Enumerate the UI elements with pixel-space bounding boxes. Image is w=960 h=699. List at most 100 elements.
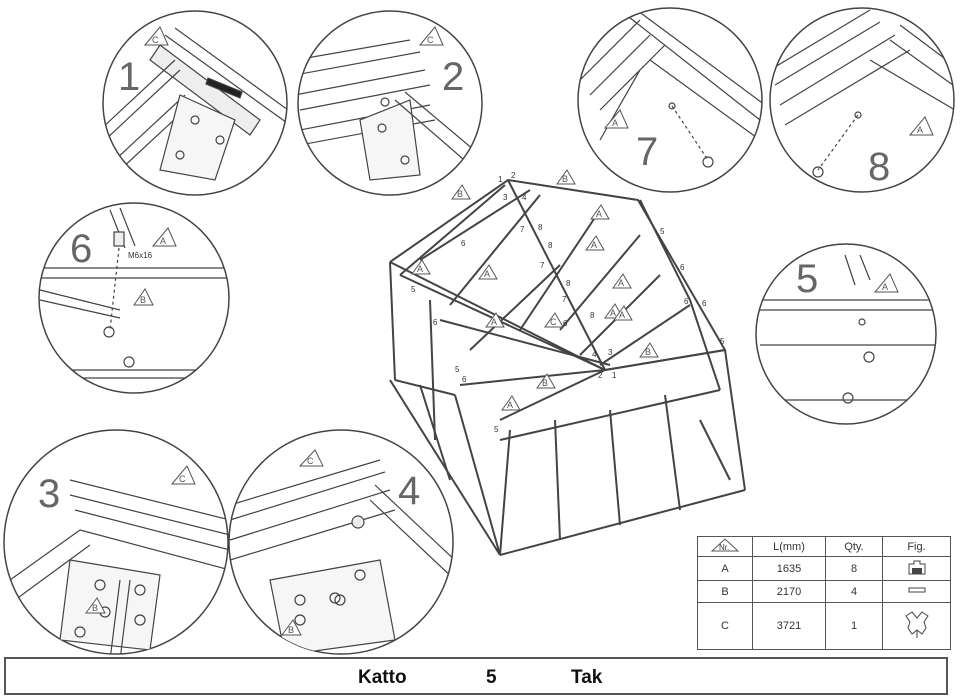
svg-text:A: A xyxy=(618,278,624,288)
table-row: A 1635 8 xyxy=(697,556,951,581)
cell-nr: B xyxy=(697,580,753,603)
detail-view-6: 6 M6x16 A B xyxy=(38,202,230,394)
svg-text:5: 5 xyxy=(660,227,665,236)
svg-text:C: C xyxy=(427,35,434,45)
main-number-labels: 1 2 3 4 7 8 8 7 8 6 7 8 5 6 6 5 5 6 6 4 … xyxy=(411,171,725,434)
svg-text:1: 1 xyxy=(498,175,503,184)
svg-text:8: 8 xyxy=(538,223,543,232)
main-triangle-labels: B B A A A A A A A C A B B A xyxy=(411,169,659,411)
cell-fig xyxy=(882,556,951,581)
main-tri-label: A xyxy=(590,204,610,220)
svg-text:7: 7 xyxy=(520,225,525,234)
cell-qty: 8 xyxy=(825,556,883,581)
svg-text:2: 2 xyxy=(598,371,603,380)
svg-text:6: 6 xyxy=(680,263,685,272)
svg-text:A: A xyxy=(610,308,616,318)
svg-text:8: 8 xyxy=(548,241,553,250)
part-label-triangle: C xyxy=(418,26,444,46)
footer-right-title: Tak xyxy=(571,667,603,688)
svg-text:8: 8 xyxy=(566,279,571,288)
detail-number-3: 3 xyxy=(38,472,60,516)
main-tri-label: B xyxy=(556,169,576,185)
main-tri-label: A xyxy=(411,259,431,275)
main-tri-label: A xyxy=(478,264,498,280)
svg-text:4: 4 xyxy=(592,350,597,359)
svg-text:6: 6 xyxy=(462,375,467,384)
cell-length: 1635 xyxy=(752,556,826,581)
detail-number-6: 6 xyxy=(70,227,92,271)
svg-text:5: 5 xyxy=(455,365,460,374)
bolt-size-label: M6x16 xyxy=(128,251,153,260)
svg-text:B: B xyxy=(288,625,294,635)
svg-text:C: C xyxy=(550,317,557,327)
svg-text:B: B xyxy=(542,378,548,388)
part-label-triangle: A xyxy=(151,227,177,247)
main-tri-label: A xyxy=(485,312,505,328)
svg-text:C: C xyxy=(179,474,186,484)
detail-number-1: 1 xyxy=(118,55,140,99)
cell-qty: 4 xyxy=(825,580,883,603)
svg-text:6: 6 xyxy=(563,319,568,328)
svg-text:4: 4 xyxy=(522,193,527,202)
profile-c-icon xyxy=(904,610,929,638)
detail-number-7: 7 xyxy=(636,130,658,174)
svg-text:A: A xyxy=(619,310,625,320)
svg-text:6: 6 xyxy=(684,297,689,306)
svg-text:A: A xyxy=(507,400,513,410)
table-header-row: Nr. L(mm) Qty. Fig. xyxy=(697,536,951,557)
detail-number-5: 5 xyxy=(796,257,818,301)
svg-text:6: 6 xyxy=(461,239,466,248)
svg-text:B: B xyxy=(92,603,98,613)
svg-text:A: A xyxy=(612,118,618,128)
svg-text:6: 6 xyxy=(702,299,707,308)
footer-page-number: 5 xyxy=(486,667,497,688)
cell-qty: 1 xyxy=(825,602,883,650)
detail-number-4: 4 xyxy=(398,469,420,513)
svg-text:8: 8 xyxy=(590,311,595,320)
table-row: B 2170 4 xyxy=(697,580,951,603)
part-label-triangle: B xyxy=(281,619,302,636)
svg-text:1: 1 xyxy=(612,371,617,380)
svg-text:5: 5 xyxy=(720,337,725,346)
svg-text:B: B xyxy=(562,174,568,184)
main-tri-label: A xyxy=(613,305,633,321)
svg-text:3: 3 xyxy=(503,193,508,202)
cell-fig xyxy=(882,602,951,650)
detail-view-2: 2 C xyxy=(297,10,483,196)
detail-view-7: 7 A xyxy=(577,7,763,193)
main-tri-label: B xyxy=(536,373,556,389)
svg-text:B: B xyxy=(140,295,146,305)
header-qty: Qty. xyxy=(825,536,883,557)
detail-view-8: 8 A xyxy=(769,7,955,193)
nr-triangle-icon: Nr. xyxy=(710,538,740,552)
svg-text:2: 2 xyxy=(511,171,516,180)
svg-text:5: 5 xyxy=(411,285,416,294)
main-tri-label: A xyxy=(585,235,605,251)
svg-text:C: C xyxy=(152,35,159,45)
profile-a-icon xyxy=(908,560,925,575)
main-tri-label: B xyxy=(639,342,659,358)
svg-text:B: B xyxy=(645,347,651,357)
svg-text:A: A xyxy=(491,317,497,327)
part-label-triangle: A xyxy=(908,116,934,136)
svg-text:A: A xyxy=(882,282,888,292)
svg-text:B: B xyxy=(457,189,463,199)
svg-text:3: 3 xyxy=(608,348,613,357)
detail-view-4: 4 C B xyxy=(228,429,454,655)
svg-text:C: C xyxy=(307,456,314,466)
svg-text:A: A xyxy=(160,236,166,246)
header-nr: Nr. xyxy=(697,536,753,557)
svg-text:7: 7 xyxy=(562,295,567,304)
cell-fig xyxy=(882,580,951,603)
cell-length: 2170 xyxy=(752,580,826,603)
part-label-triangle: B xyxy=(133,288,154,306)
detail-view-5: 5 A xyxy=(755,243,937,425)
svg-text:A: A xyxy=(591,240,597,250)
part-label-triangle: A xyxy=(603,109,629,129)
part-label-triangle: C xyxy=(298,449,324,467)
svg-text:5: 5 xyxy=(494,425,499,434)
part-label-triangle: C xyxy=(143,26,169,46)
profile-b-icon xyxy=(908,587,925,593)
svg-text:6: 6 xyxy=(433,318,438,327)
